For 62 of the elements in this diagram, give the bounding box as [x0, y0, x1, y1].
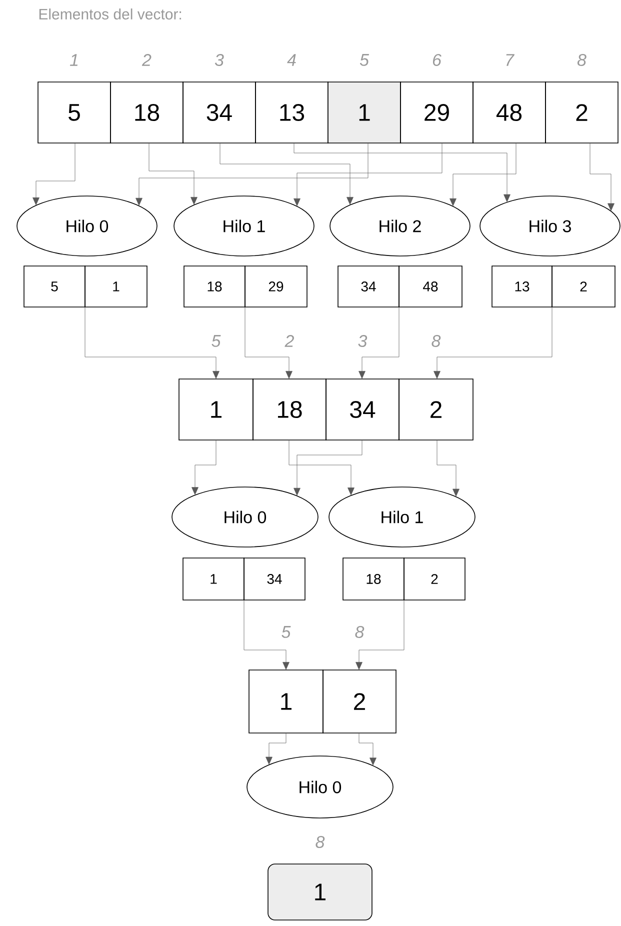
- arrow: [32, 142, 76, 206]
- index-number: 8: [355, 626, 364, 638]
- index-number: 5: [212, 335, 221, 347]
- array-cell: 2: [552, 266, 616, 308]
- arrow: [450, 142, 516, 206]
- index-number: 1: [70, 54, 78, 66]
- array-cell: 2: [404, 558, 466, 600]
- array-cell: 1: [248, 670, 324, 734]
- index-number: 7: [506, 54, 514, 66]
- array-cell: 2: [322, 670, 396, 734]
- arrow: [590, 142, 614, 211]
- arrow: [136, 142, 368, 206]
- index-number: 5: [282, 626, 291, 638]
- arrow: [294, 142, 442, 206]
- arrow: [356, 600, 404, 670]
- index-number: 6: [432, 54, 442, 66]
- arrow: [244, 600, 290, 670]
- array-cell: 34: [326, 378, 400, 440]
- array-cell: 29: [244, 266, 308, 308]
- array-cell: 18: [184, 266, 246, 308]
- arrow: [244, 306, 292, 379]
- index-number: 2: [142, 54, 152, 66]
- array-cell: 1: [84, 266, 148, 308]
- highlighted-cell: 1: [268, 864, 372, 920]
- arrow: [294, 142, 510, 202]
- arrow: [148, 142, 198, 205]
- index-number: 3: [358, 334, 368, 348]
- arrow: [288, 440, 354, 496]
- arrow: [436, 440, 460, 496]
- arrow: [358, 732, 376, 766]
- index-number: 4: [287, 54, 296, 66]
- array-cell: 29: [400, 82, 474, 144]
- array-cell: 34: [182, 82, 256, 144]
- arrow: [434, 306, 552, 379]
- array-cell: 48: [398, 266, 462, 308]
- arrow: [192, 440, 216, 495]
- array-cell: 18: [252, 378, 326, 440]
- array-cell: 1: [178, 378, 254, 440]
- arrow: [220, 142, 354, 205]
- array-cell: 13: [492, 266, 552, 308]
- arrow: [84, 306, 220, 379]
- array-cell: 1: [182, 558, 244, 600]
- array-cell: 2: [398, 378, 474, 440]
- arrow: [266, 732, 286, 765]
- index-number: 8: [316, 836, 325, 848]
- array-cell: 2: [545, 82, 618, 144]
- array-cell: 5: [38, 82, 111, 144]
- index-number: 3: [214, 54, 224, 66]
- array-cell: 18: [110, 82, 184, 144]
- index-number: 8: [432, 334, 441, 348]
- arrow: [358, 306, 400, 379]
- array-cell: 34: [338, 266, 400, 308]
- array-cell: 48: [472, 82, 546, 144]
- index-number: 2: [284, 335, 294, 347]
- index-number: 8: [577, 54, 586, 66]
- array-cell: 5: [24, 266, 86, 308]
- array-cell: 34: [244, 558, 306, 600]
- arrow: [294, 440, 362, 496]
- highlighted-cell: 1: [328, 82, 401, 144]
- index-number: 5: [360, 54, 370, 66]
- array-cell: 18: [342, 558, 404, 600]
- heading: Elementos del vector:: [39, 8, 182, 20]
